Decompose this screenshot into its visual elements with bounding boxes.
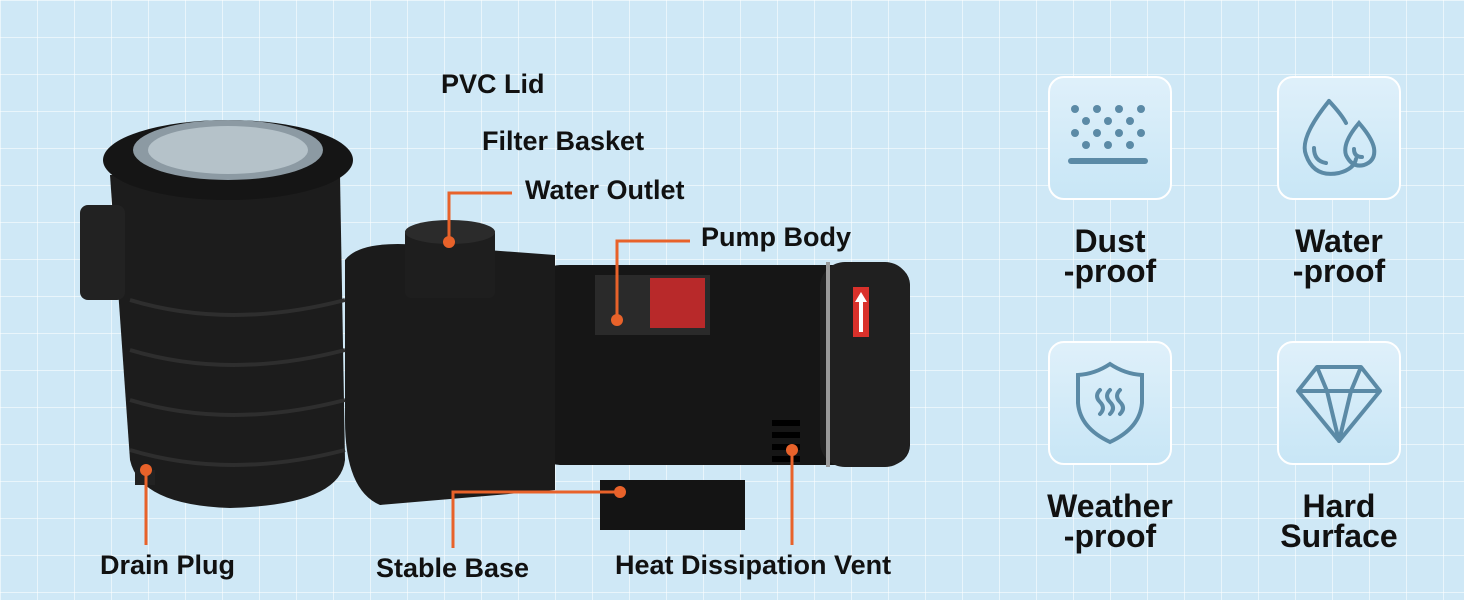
callout-drain-plug: Drain Plug [100,550,236,580]
callout-water-outlet: Water Outlet [525,175,685,205]
filter-basket-housing [110,175,345,508]
feature-line1: Hard [1302,488,1376,524]
diamond-icon [1296,365,1382,443]
feature-label-weatherproof: Weather-proof [1010,488,1210,554]
pump-housing [345,244,555,505]
feature-line2: Surface [1280,518,1398,554]
callout-pvc-lid: PVC Lid [441,69,545,99]
feature-line1: Dust [1074,223,1146,259]
callout-stable-base: Stable Base [376,553,530,583]
shield-heat-icon [1076,361,1144,445]
callout-pump-body: Pump Body [701,222,852,252]
water-inlet-port [80,205,125,300]
feature-card-weatherproof [1048,341,1172,465]
feature-line2: -proof [1292,253,1386,289]
feature-line2: -proof [1063,253,1157,289]
callout-filter-basket: Filter Basket [482,126,645,156]
feature-line1: Weather [1047,488,1173,524]
feature-card-waterproof [1277,76,1401,200]
callout-heat-vent: Heat Dissipation Vent [615,550,892,580]
feature-card-hard-surface [1277,341,1401,465]
dust-icon [1068,105,1148,164]
pump-base [600,480,745,530]
feature-line1: Water [1295,223,1383,259]
callout-dots [140,236,798,498]
feature-label-waterproof: Water-proof [1239,223,1439,289]
callout-lines [144,191,794,548]
feature-label-dustproof: Dust-proof [1010,223,1210,289]
feature-card-dustproof [1048,76,1172,200]
water-outlet-port [405,228,495,298]
feature-line2: -proof [1063,518,1157,554]
vent-slots [772,420,800,462]
water-drops-icon [1302,99,1377,176]
